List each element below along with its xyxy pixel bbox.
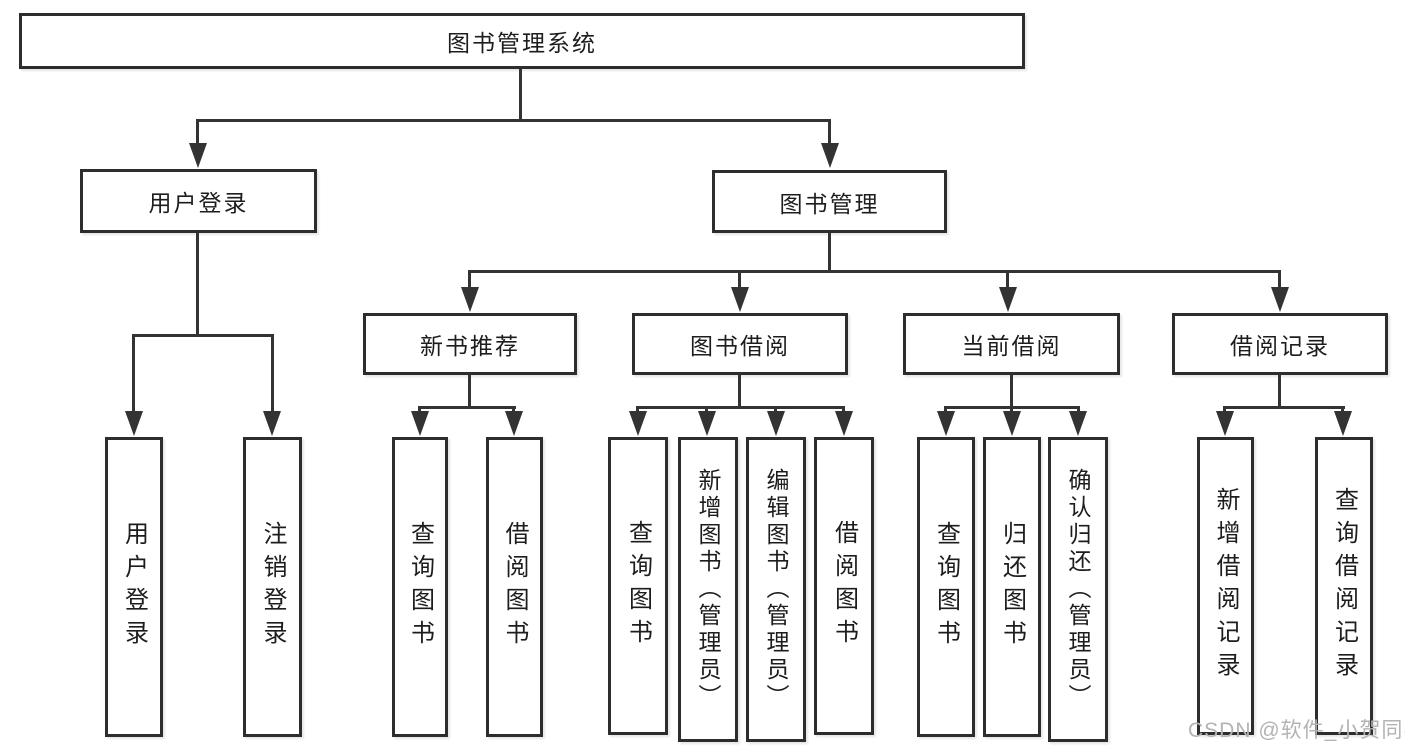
edge-root-stem: [519, 69, 522, 122]
node-book-borrowing: 图书借阅: [632, 313, 848, 375]
vnode-bb-add-books-admin: 新增图书（管理员）: [678, 437, 738, 742]
edge-login-c2-stem: [271, 334, 274, 414]
edge-root-split: [196, 119, 831, 122]
arrowhead-to-do-login: [125, 411, 143, 436]
vnode-logout: 注销登录: [243, 437, 302, 737]
edge-cb-stem: [1010, 375, 1013, 409]
node-book-mgmt: 图书管理: [712, 170, 947, 233]
vnode-user-do-login: 用户登录: [105, 437, 163, 737]
edge-br-stem: [1278, 375, 1281, 409]
vnode-nbr-query-books: 查询图书: [392, 437, 448, 737]
vnode-br-query-record: 查询借阅记录: [1315, 437, 1373, 735]
edge-nbr-split: [418, 406, 516, 409]
arrowhead-br-query: [1334, 411, 1352, 436]
edge-mgmt-c1-stem: [468, 270, 471, 296]
edge-br-split: [1223, 406, 1345, 409]
arrowhead-cb-query: [937, 411, 955, 436]
vnode-br-add-record: 新增借阅记录: [1197, 437, 1254, 735]
node-root-system: 图书管理系统: [19, 13, 1025, 69]
arrowhead-to-borrow-records: [1271, 287, 1289, 312]
edge-mgmt-split: [468, 270, 1281, 273]
arrowhead-cb-confirm: [1069, 411, 1087, 436]
edge-root-left-stem: [196, 119, 199, 149]
edge-nbr-stem: [468, 375, 471, 409]
edge-login-c1-stem: [132, 334, 135, 414]
node-borrow-records: 借阅记录: [1172, 313, 1388, 375]
arrowhead-to-user-login: [189, 143, 207, 168]
arrowhead-to-logout: [263, 411, 281, 436]
arrowhead-bb-edit: [767, 411, 785, 436]
vnode-bb-edit-books-admin: 编辑图书（管理员）: [746, 437, 806, 742]
edge-login-split: [132, 334, 274, 337]
edge-bb-split: [636, 406, 845, 409]
arrowhead-cb-return: [1003, 411, 1021, 436]
vnode-cb-confirm-return-admin: 确认归还（管理员）: [1048, 437, 1108, 742]
arrowhead-to-borrowing: [731, 287, 749, 312]
edge-mgmt-c3-stem: [1006, 270, 1009, 296]
arrowhead-to-book-mgmt: [821, 143, 839, 168]
arrowhead-nbr-query: [411, 411, 429, 436]
vnode-bb-borrow-books: 借阅图书: [814, 437, 874, 735]
vnode-bb-query-books: 查询图书: [608, 437, 668, 735]
edge-root-right-stem: [828, 119, 831, 149]
arrowhead-bb-query: [629, 411, 647, 436]
vnode-cb-return-books: 归还图书: [983, 437, 1041, 737]
node-new-book-recommend: 新书推荐: [363, 313, 577, 375]
edge-bb-stem: [738, 375, 741, 409]
node-current-borrowing: 当前借阅: [903, 313, 1120, 375]
edge-mgmt-c4-stem: [1278, 270, 1281, 296]
node-user-login: 用户登录: [80, 169, 317, 233]
arrowhead-br-add: [1216, 411, 1234, 436]
arrowhead-nbr-borrow: [505, 411, 523, 436]
arrowhead-to-current-borrow: [999, 287, 1017, 312]
edge-login-stem: [196, 233, 199, 337]
vnode-nbr-borrow-books: 借阅图书: [486, 437, 543, 737]
arrowhead-bb-add: [698, 411, 716, 436]
csdn-watermark: CSDN @软件_小贺同学: [1188, 719, 1405, 742]
edge-mgmt-stem: [828, 233, 831, 273]
edge-mgmt-c2-stem: [738, 270, 741, 296]
arrowhead-to-new-books: [461, 287, 479, 312]
vnode-cb-query-books: 查询图书: [917, 437, 975, 737]
arrowhead-bb-borrow: [835, 411, 853, 436]
